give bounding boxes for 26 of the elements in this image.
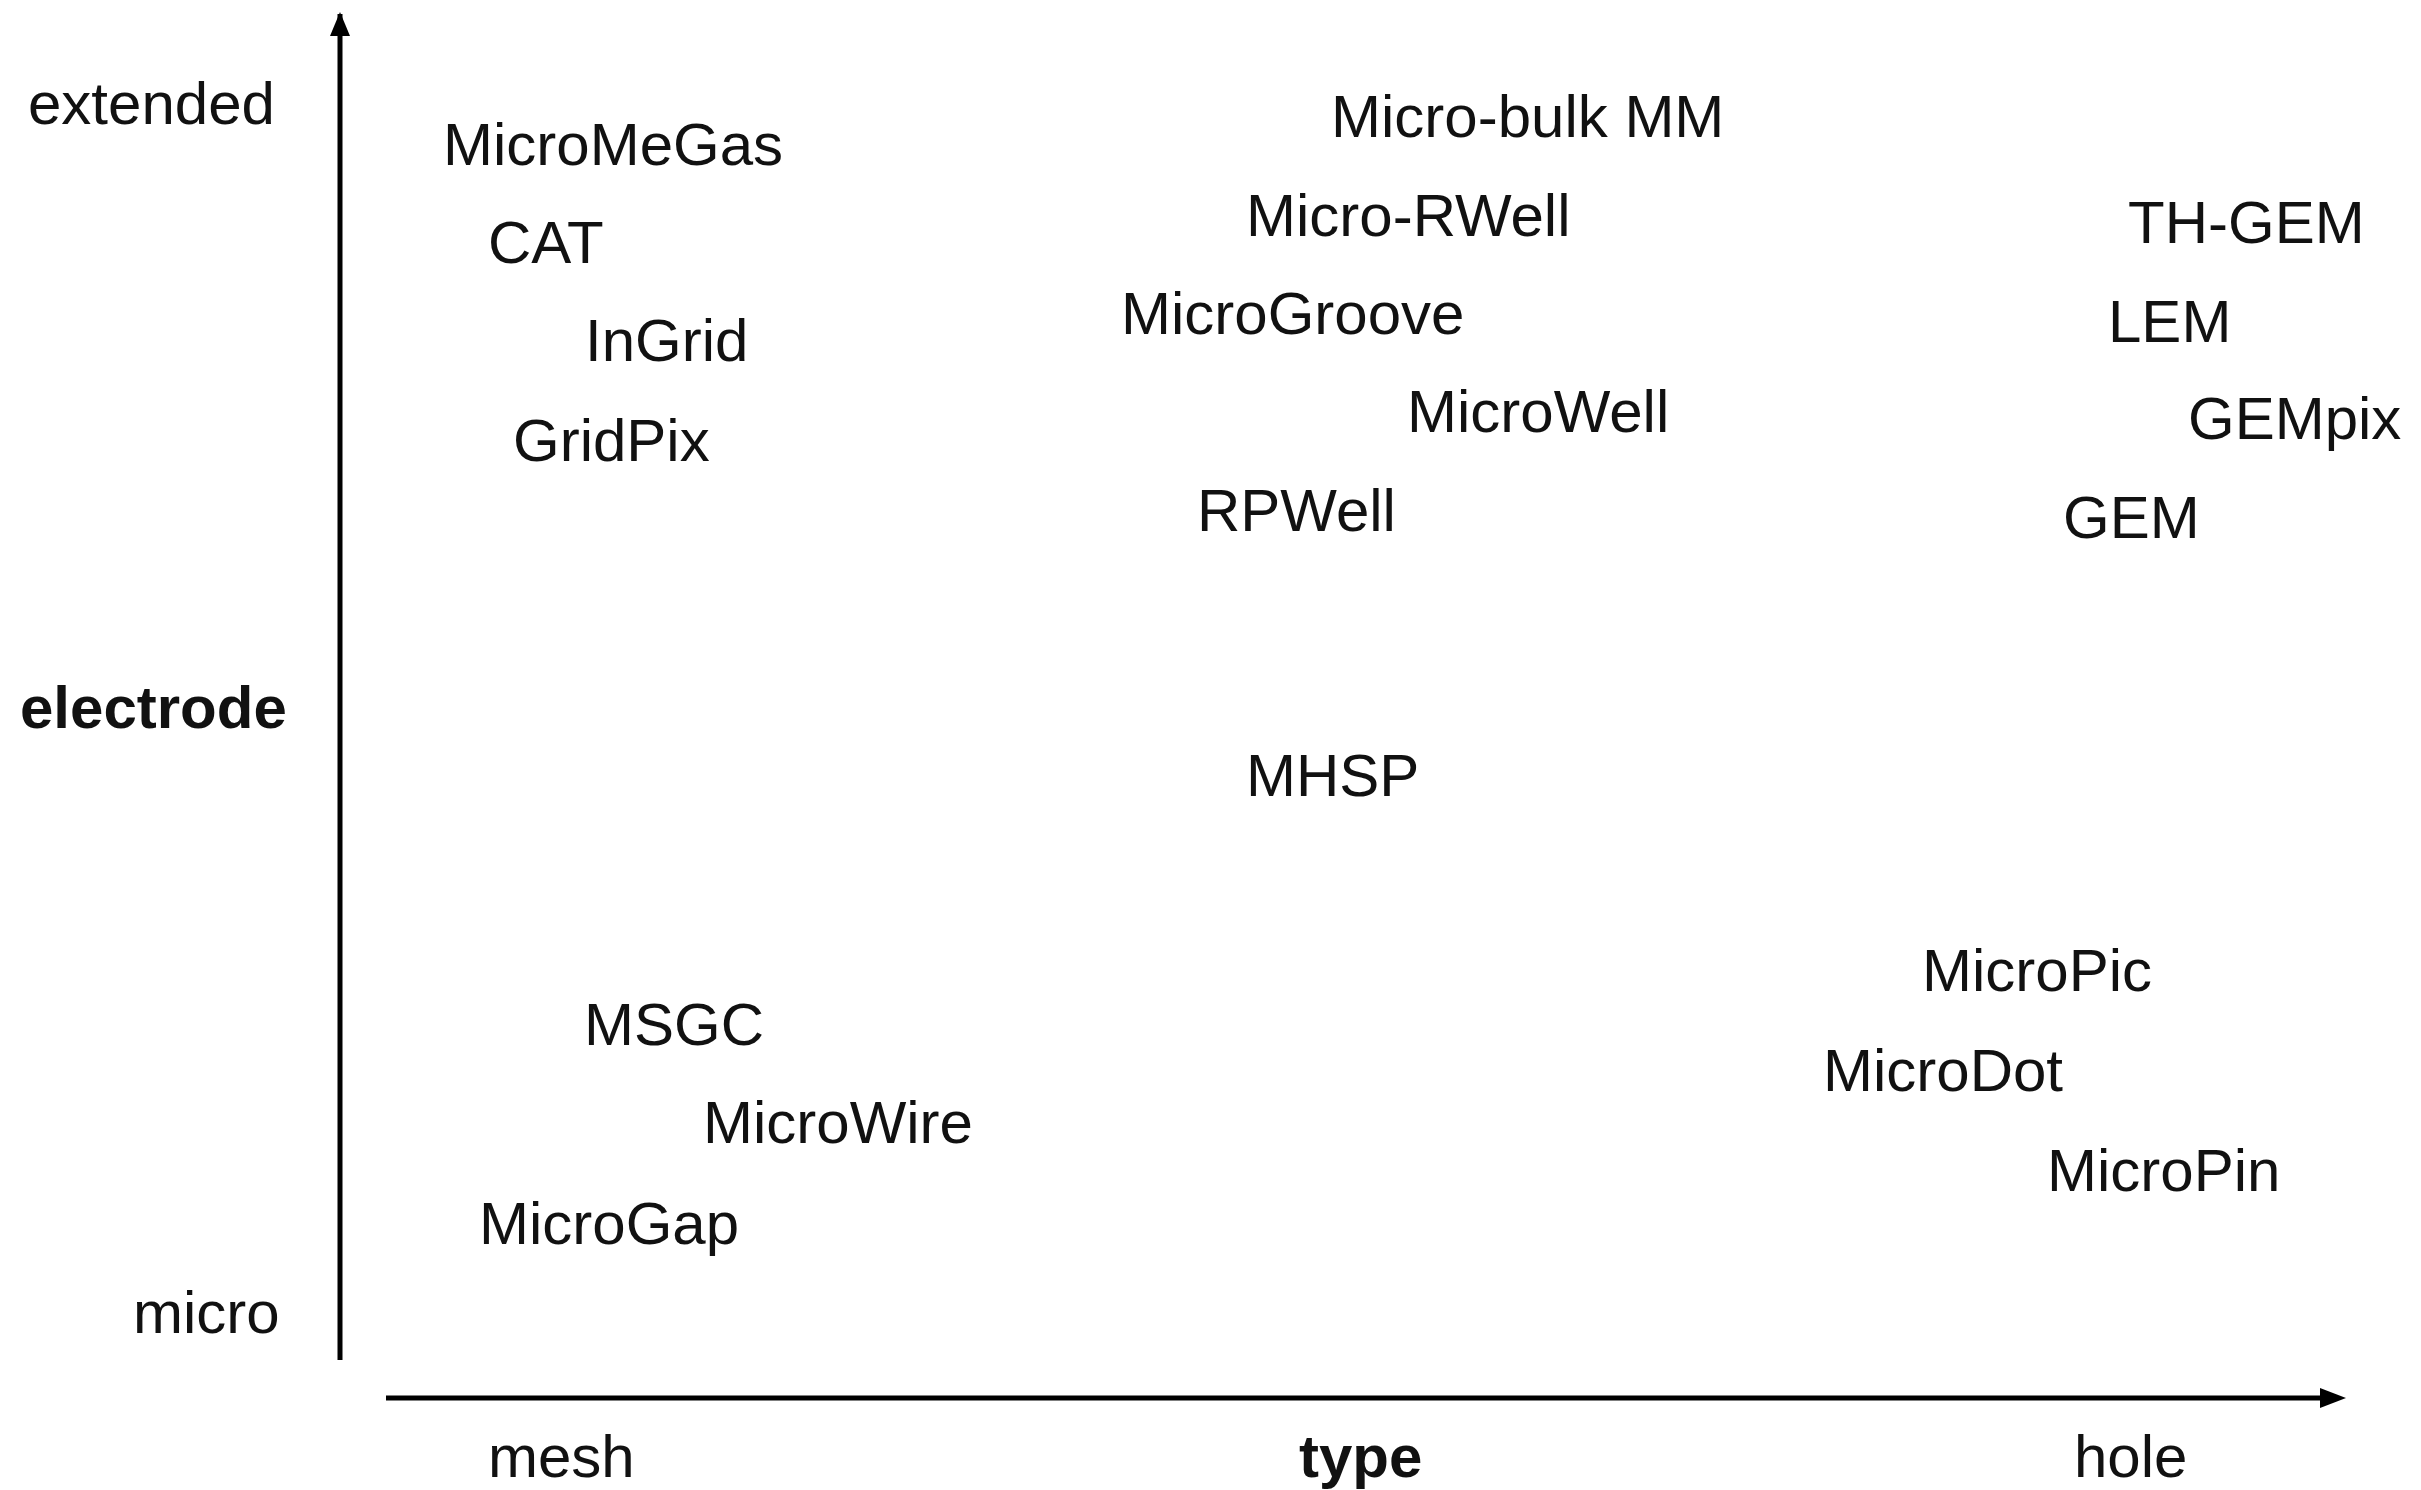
detector-label: MHSP	[1246, 740, 1420, 810]
detector-label: MicroWell	[1407, 376, 1670, 446]
detector-label: MicroPic	[1922, 935, 2152, 1005]
detector-label: GridPix	[513, 405, 710, 475]
detector-label: GEM	[2063, 482, 2200, 552]
detector-label: MSGC	[584, 989, 764, 1059]
axis-label: extended	[28, 68, 275, 138]
detector-label: MicroMeGas	[443, 109, 784, 179]
axis-title: electrode	[20, 672, 287, 742]
detector-label: RPWell	[1197, 475, 1396, 545]
detector-label: Micro-RWell	[1246, 180, 1571, 250]
detector-label: MicroPin	[2047, 1135, 2281, 1205]
detector-label: LEM	[2108, 286, 2232, 356]
axis-label: mesh	[488, 1421, 635, 1490]
axis-title: type	[1299, 1421, 1423, 1490]
axis-label: hole	[2074, 1421, 2188, 1490]
detector-label: MicroGap	[479, 1188, 740, 1258]
detector-label: InGrid	[585, 305, 749, 375]
detector-label: TH-GEM	[2128, 187, 2365, 257]
detector-label: CAT	[488, 207, 604, 277]
detector-label: GEMpix	[2188, 383, 2402, 453]
axis-label: micro	[133, 1277, 280, 1347]
detector-label: MicroGroove	[1121, 278, 1465, 348]
detector-label: MicroDot	[1823, 1035, 2064, 1105]
detector-label: Micro-bulk MM	[1331, 81, 1725, 151]
detector-label: MicroWire	[703, 1087, 973, 1157]
